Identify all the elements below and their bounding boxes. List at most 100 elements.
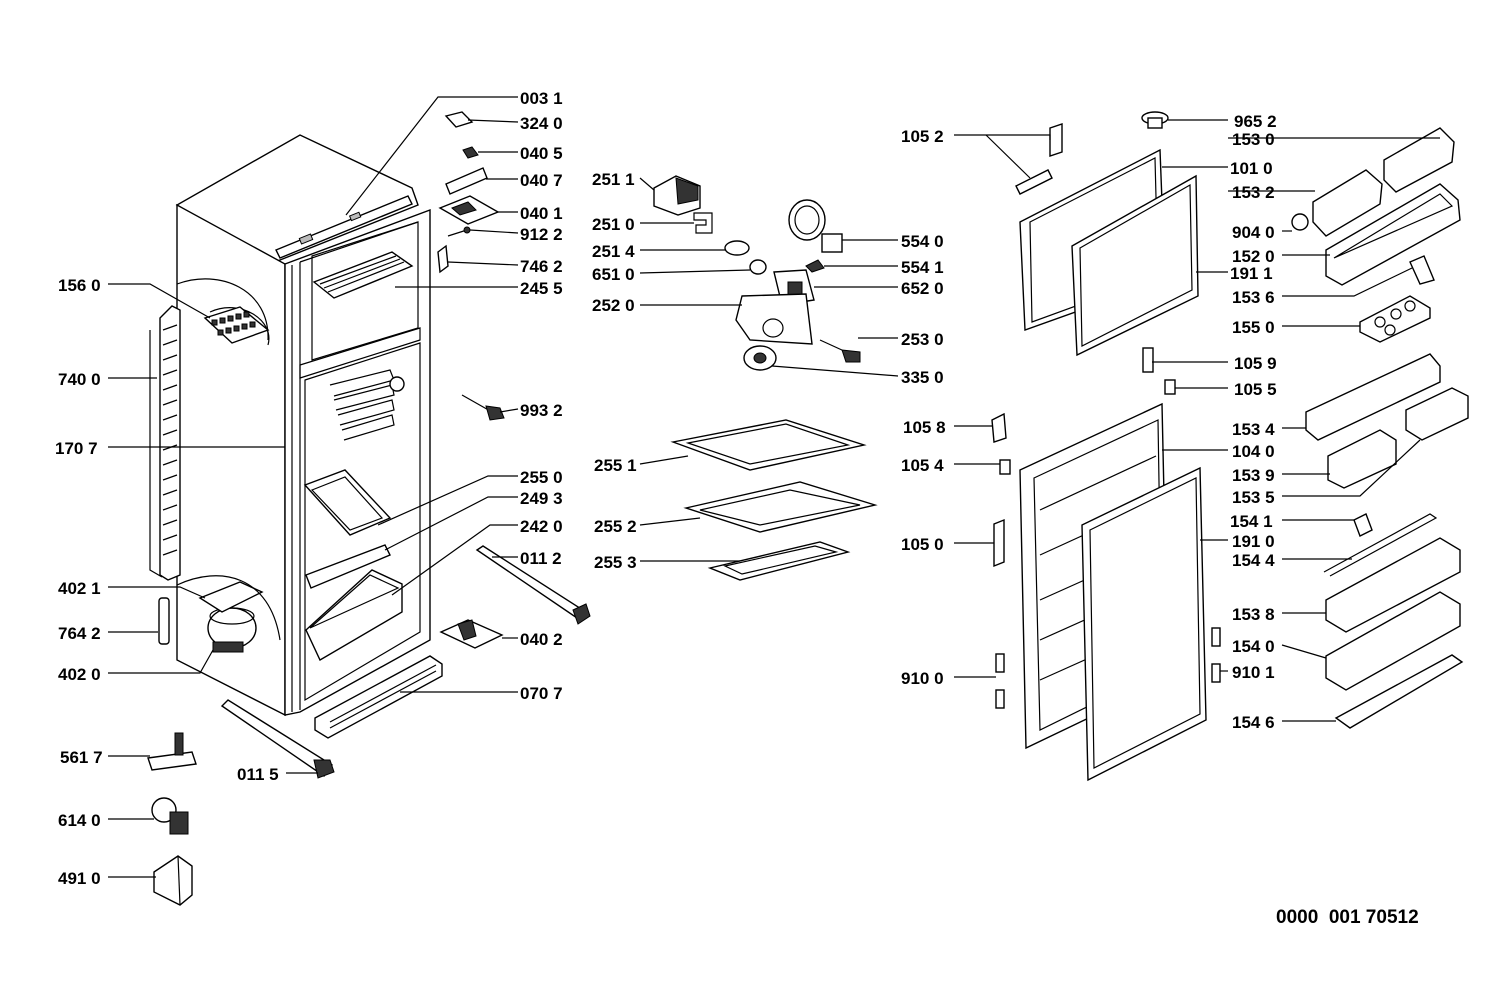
part-154-1 bbox=[1353, 513, 1373, 537]
label-255-1: 255 1 bbox=[594, 456, 637, 475]
label-040-2: 040 2 bbox=[520, 630, 563, 649]
part-491-0 bbox=[153, 855, 193, 906]
part-251-4 bbox=[724, 240, 750, 256]
label-152-0: 152 0 bbox=[1232, 247, 1275, 266]
part-040-7 bbox=[445, 167, 488, 195]
label-105-0: 105 0 bbox=[901, 535, 944, 554]
label-251-4: 251 4 bbox=[592, 242, 635, 261]
part-561-7 bbox=[147, 732, 197, 771]
part-255-3 bbox=[707, 541, 851, 581]
label-904-0: 904 0 bbox=[1232, 223, 1275, 242]
part-252-0 bbox=[735, 293, 813, 345]
part-255-1 bbox=[670, 419, 867, 471]
leader-lines bbox=[108, 96, 1440, 878]
label-153-8: 153 8 bbox=[1232, 605, 1275, 624]
label-614-0: 614 0 bbox=[58, 811, 101, 830]
label-003-1: 003 1 bbox=[520, 89, 563, 108]
label-040-7: 040 7 bbox=[520, 171, 563, 190]
label-242-0: 242 0 bbox=[520, 517, 563, 536]
label-651-0: 651 0 bbox=[592, 265, 635, 284]
label-255-2: 255 2 bbox=[594, 517, 637, 536]
part-740-0 bbox=[149, 305, 181, 581]
part-253-0 bbox=[819, 339, 861, 363]
part-154-0-shelf bbox=[1325, 591, 1461, 691]
part-152-0 bbox=[1325, 183, 1461, 286]
label-912-2: 912 2 bbox=[520, 225, 563, 244]
part-191-0 bbox=[1081, 466, 1207, 782]
label-040-5: 040 5 bbox=[520, 144, 563, 163]
label-910-1: 910 1 bbox=[1232, 663, 1275, 682]
label-101-0: 101 0 bbox=[1230, 159, 1273, 178]
label-652-0: 652 0 bbox=[901, 279, 944, 298]
part-335-0 bbox=[743, 345, 777, 371]
part-965-2 bbox=[1141, 111, 1169, 129]
part-105-0 bbox=[993, 518, 1005, 568]
part-153-9 bbox=[1327, 429, 1397, 489]
part-910-0 bbox=[995, 653, 1005, 709]
label-251-1: 251 1 bbox=[592, 170, 635, 189]
label-245-5: 245 5 bbox=[520, 279, 563, 298]
label-154-6: 154 6 bbox=[1232, 713, 1275, 732]
label-105-4: 105 4 bbox=[901, 456, 944, 475]
label-764-2: 764 2 bbox=[58, 624, 101, 643]
label-105-8: 105 8 bbox=[903, 418, 946, 437]
part-155-0 bbox=[1359, 295, 1431, 343]
part-993-2 bbox=[461, 394, 505, 421]
part-105-9 bbox=[1142, 347, 1154, 373]
label-153-2: 153 2 bbox=[1232, 183, 1275, 202]
part-251-1 bbox=[653, 175, 701, 216]
part-153-6 bbox=[1409, 255, 1435, 285]
label-965-2: 965 2 bbox=[1234, 112, 1277, 131]
label-561-7: 561 7 bbox=[60, 748, 103, 767]
part-105-5 bbox=[1164, 379, 1176, 395]
label-105-9: 105 9 bbox=[1234, 354, 1277, 373]
part-105-8 bbox=[991, 412, 1007, 443]
part-153-5 bbox=[1405, 387, 1469, 441]
drawing-reference-number: 0000 001 70512 bbox=[1276, 907, 1419, 928]
part-labels: 003 1 324 0 040 5 040 7 040 1 912 2 746 … bbox=[55, 89, 1277, 888]
label-154-1: 154 1 bbox=[1230, 512, 1273, 531]
cabinet bbox=[175, 134, 431, 717]
label-554-1: 554 1 bbox=[901, 258, 944, 277]
part-191-1 bbox=[1071, 174, 1199, 357]
part-040-1 bbox=[438, 195, 500, 225]
label-253-0: 253 0 bbox=[901, 330, 944, 349]
part-070-7 bbox=[314, 655, 443, 739]
part-764-2 bbox=[158, 597, 170, 645]
part-554-1 bbox=[805, 259, 825, 273]
label-105-5: 105 5 bbox=[1234, 380, 1277, 399]
label-153-0: 153 0 bbox=[1232, 130, 1275, 149]
label-070-7: 070 7 bbox=[520, 684, 563, 703]
part-554-0 bbox=[788, 199, 843, 253]
label-252-0: 252 0 bbox=[592, 296, 635, 315]
label-155-0: 155 0 bbox=[1232, 318, 1275, 337]
part-040-5 bbox=[462, 146, 479, 159]
part-156-0 bbox=[203, 306, 270, 344]
label-740-0: 740 0 bbox=[58, 370, 101, 389]
part-912-2 bbox=[447, 226, 471, 237]
part-154-6 bbox=[1334, 654, 1464, 729]
label-191-1: 191 1 bbox=[1230, 264, 1273, 283]
label-105-2: 105 2 bbox=[901, 127, 944, 146]
label-255-3: 255 3 bbox=[594, 553, 637, 572]
label-402-1: 402 1 bbox=[58, 579, 101, 598]
part-011-5 bbox=[220, 699, 335, 779]
part-153-8 bbox=[1325, 537, 1461, 633]
part-153-4 bbox=[1305, 353, 1441, 441]
label-011-5: 011 5 bbox=[237, 765, 279, 784]
part-255-2 bbox=[683, 481, 878, 533]
part-011-2 bbox=[475, 545, 591, 625]
label-746-2: 746 2 bbox=[520, 257, 563, 276]
label-491-0: 491 0 bbox=[58, 869, 101, 888]
part-651-0 bbox=[749, 259, 767, 275]
label-993-2: 993 2 bbox=[520, 401, 563, 420]
part-251-0 bbox=[693, 212, 713, 234]
part-153-0 bbox=[1383, 127, 1455, 193]
part-105-2 bbox=[1015, 123, 1063, 195]
label-154-4: 154 4 bbox=[1232, 551, 1275, 570]
part-614-0 bbox=[151, 797, 189, 835]
part-904-0 bbox=[1291, 213, 1309, 231]
part-040-2 bbox=[439, 619, 504, 649]
label-910-0: 910 0 bbox=[901, 669, 944, 688]
